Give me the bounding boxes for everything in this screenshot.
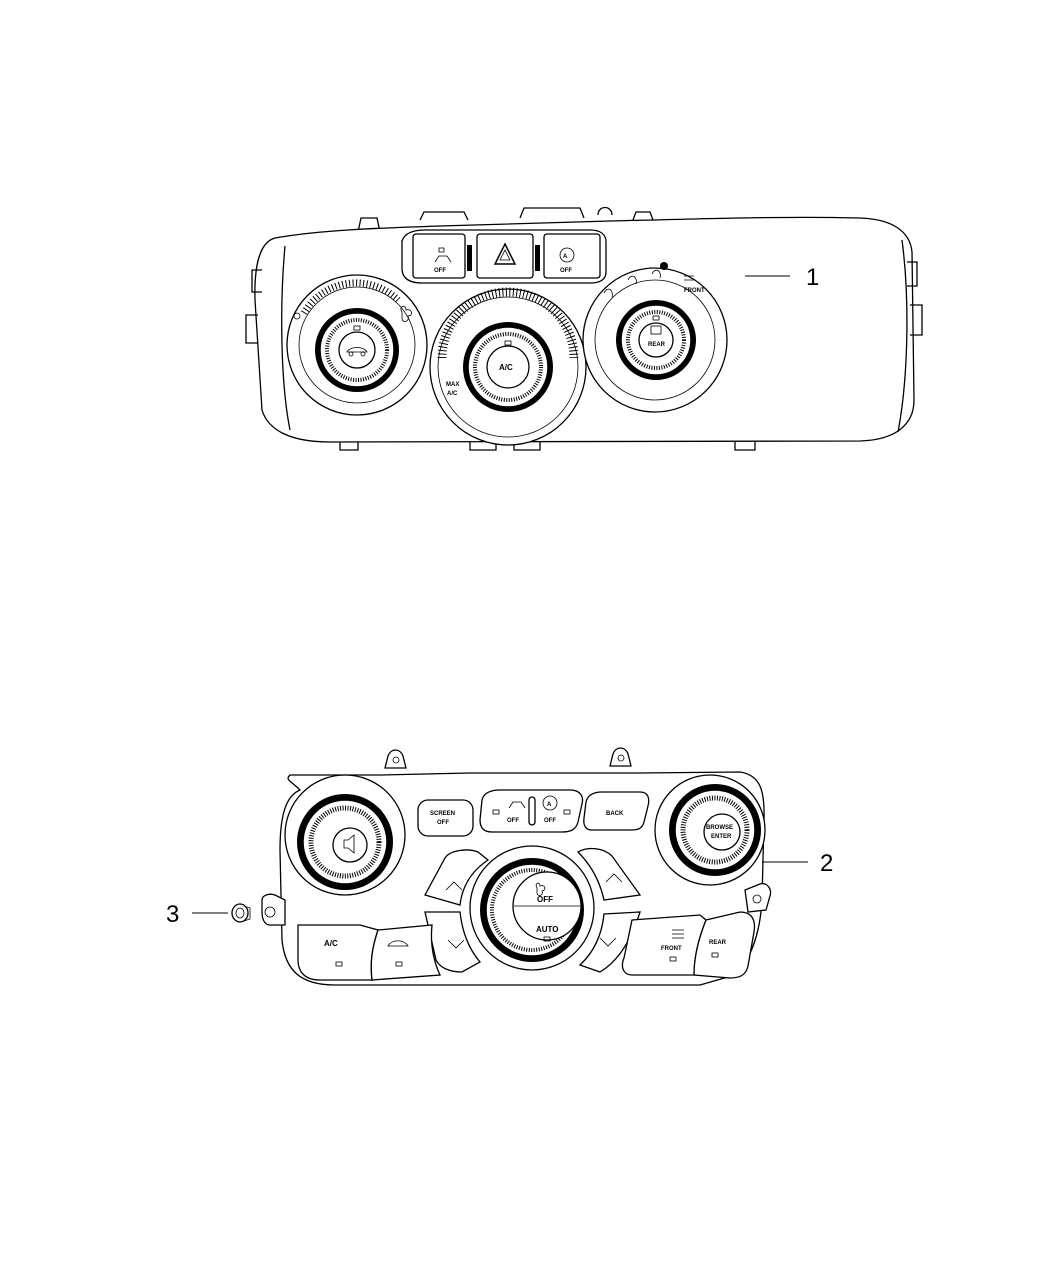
recirculation-button[interactable]: [370, 924, 441, 981]
front-defrost-button[interactable]: [621, 914, 707, 976]
front-defrost-label: FRONT: [661, 946, 682, 952]
airflow-mode-icons: [603, 269, 661, 298]
stop-start-icon: [559, 247, 575, 263]
front-defrost-icon: [672, 929, 684, 939]
callout-1: 1: [806, 264, 819, 291]
mode-knob[interactable]: FRONT REAR: [582, 262, 728, 413]
mute-icon: [343, 834, 355, 854]
auto-label: AUTO: [536, 925, 559, 934]
browse-label: BROWSE: [706, 825, 733, 831]
temp-left-down-button[interactable]: [424, 911, 482, 973]
temp-right-up-button[interactable]: [576, 847, 642, 901]
temp-left-up-button[interactable]: [424, 849, 490, 906]
svg-text:OFF: OFF: [544, 818, 556, 824]
fan-icon: [400, 306, 412, 322]
svg-text:A: A: [563, 254, 568, 260]
callout-2: 2: [820, 850, 833, 877]
recirculation-icon: [346, 347, 368, 353]
stop-start-button[interactable]: [543, 233, 601, 279]
hazard-button[interactable]: [476, 233, 534, 279]
rear-defrost-button[interactable]: [693, 911, 756, 979]
defrost-icon: [684, 275, 694, 281]
traction-off-button[interactable]: OFF: [492, 801, 526, 824]
svg-text:OFF: OFF: [507, 818, 519, 824]
front-defrost-label: FRONT: [684, 288, 705, 294]
ac-knob-label: A/C: [499, 363, 513, 372]
fan-off-label: OFF: [537, 895, 553, 904]
climate-control-panel-2: BROWSE ENTER SCREEN OFF OFF A OFF BACK: [261, 747, 772, 986]
fan-speed-knob[interactable]: [286, 274, 428, 416]
enter-label: ENTER: [711, 834, 732, 840]
svg-text:OFF: OFF: [437, 820, 449, 826]
svg-text:A/C: A/C: [447, 391, 458, 397]
max-ac-label: MAX: [446, 382, 459, 388]
hazard-icon: [493, 242, 517, 265]
stop-start-off-label: OFF: [560, 268, 572, 274]
fan-icon: [535, 882, 546, 896]
back-button[interactable]: [583, 791, 650, 831]
callout-3: 3: [166, 901, 179, 928]
ac-label: A/C: [324, 939, 338, 948]
stop-start-off-button[interactable]: A OFF: [542, 795, 571, 824]
screen-off-button[interactable]: [417, 799, 474, 837]
screen-off-label: SCREEN: [430, 811, 455, 817]
temperature-knob[interactable]: A/C MAX A/C: [429, 287, 587, 446]
screw-fastener: [231, 903, 251, 923]
volume-knob[interactable]: [284, 774, 406, 896]
rear-defrost-label: REAR: [709, 940, 727, 946]
svg-text:A: A: [547, 802, 552, 808]
rear-defrost-icon: [650, 325, 662, 335]
climate-control-panel-1: OFF A OFF: [245, 206, 923, 451]
button-divider: [528, 796, 536, 826]
ac-button[interactable]: [297, 924, 379, 981]
recirculation-icon: [387, 940, 409, 947]
browse-enter-knob[interactable]: BROWSE ENTER: [654, 774, 766, 886]
back-label: BACK: [606, 811, 624, 817]
traction-off-label: OFF: [434, 268, 446, 274]
fan-auto-knob[interactable]: OFF AUTO: [469, 845, 595, 971]
rear-defrost-label: REAR: [648, 342, 666, 348]
